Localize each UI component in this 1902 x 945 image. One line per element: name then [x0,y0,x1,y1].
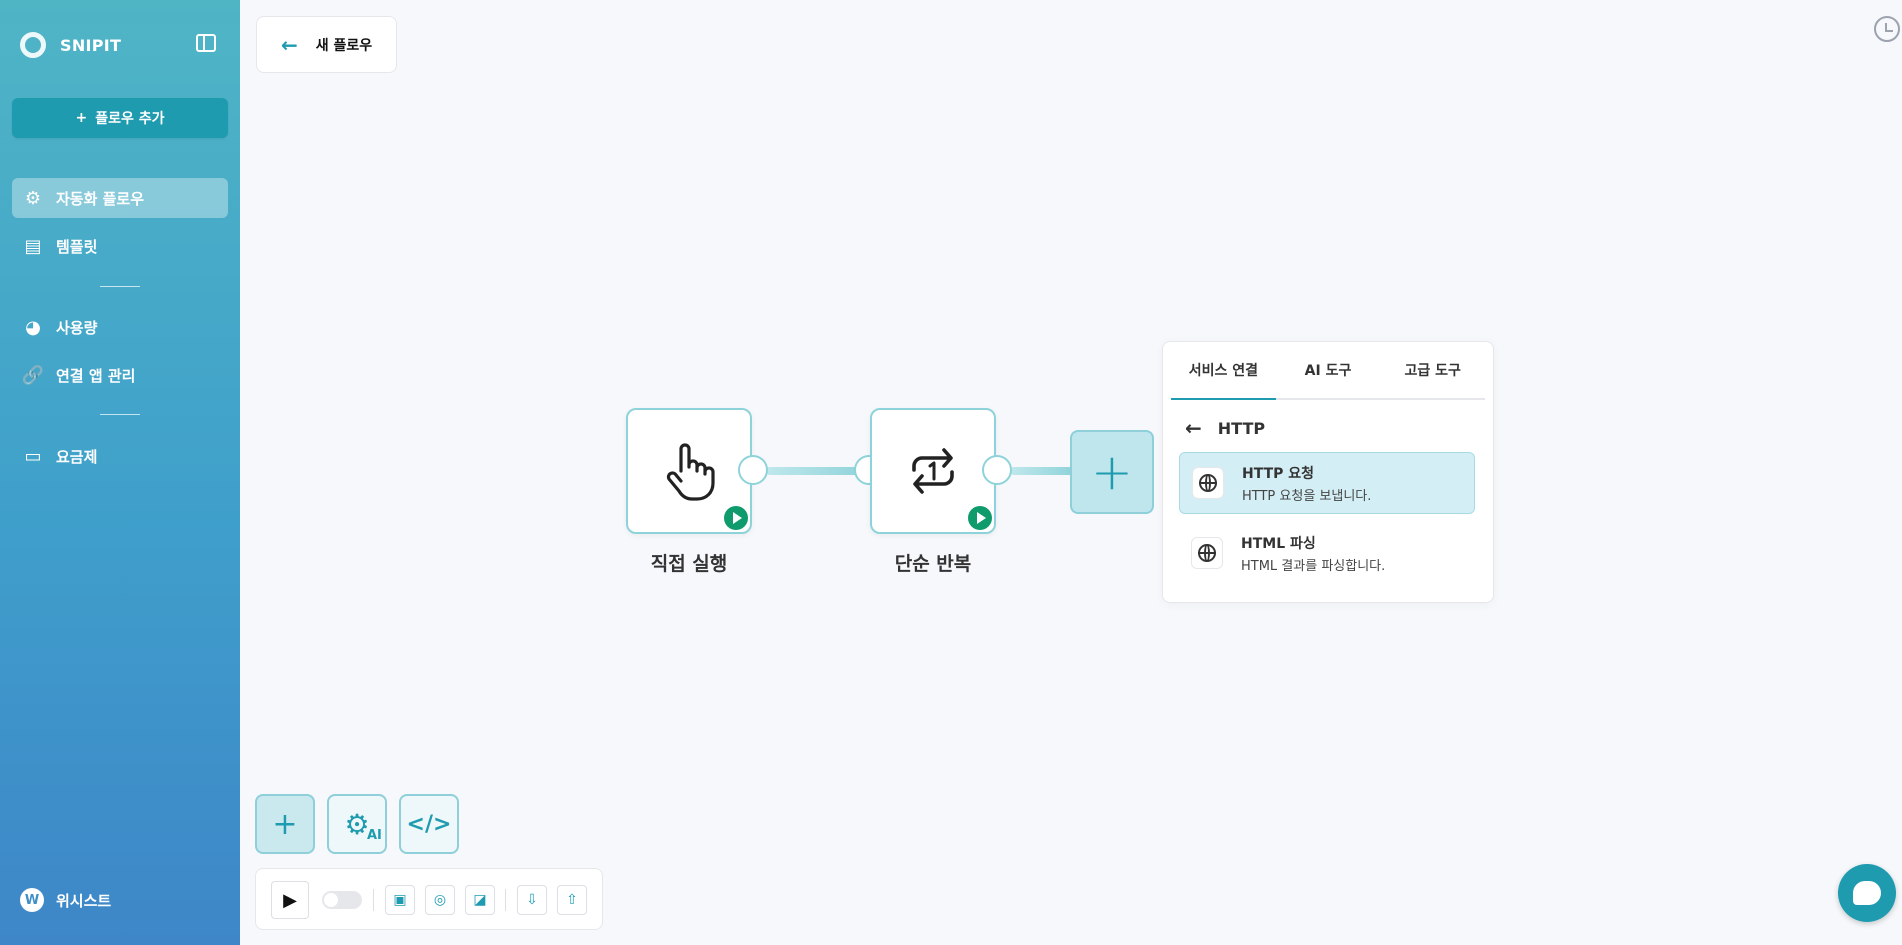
note-icon: ◪ [473,892,487,908]
brand-name: SNIPIT [60,35,122,55]
gear-icon: ⚙ [344,807,370,841]
play-badge-icon [968,506,992,530]
ai-settings-button[interactable]: ⚙ AI [327,794,387,854]
list-item-http-request[interactable]: HTTP 요청 HTTP 요청을 보냅니다. [1179,452,1475,514]
sidebar-item-label: 연결 앱 관리 [56,366,136,385]
back-arrow-icon[interactable]: ← [281,32,298,57]
plus-icon: + [1091,443,1133,501]
sidebar-item-templates[interactable]: ▤ 템플릿 [12,226,228,266]
item-description: HTTP 요청을 보냅니다. [1242,488,1372,504]
flow-header: ← 새 플로우 [256,16,397,73]
link-icon: 🔗 [21,364,45,386]
download-button[interactable]: ⇩ [517,885,547,915]
template-icon: ▤ [24,235,42,257]
node-label: 단순 반복 [894,553,972,575]
output-port[interactable] [738,455,768,485]
sidebar-item-label: 요금제 [56,447,98,466]
list-item-html-parse[interactable]: HTML 파싱 HTML 결과를 파싱합니다. [1179,522,1475,584]
globe-icon [1192,467,1224,499]
hand-pointer-icon [666,443,715,501]
output-port[interactable] [982,455,1012,485]
back-arrow-icon[interactable]: ← [1185,416,1202,440]
node-connector [766,467,866,475]
sidebar-item-label: 사용량 [56,318,98,337]
user-avatar-icon: W [20,888,44,912]
brand[interactable]: SNIPIT [20,32,121,58]
popover-sub-header: ← HTTP [1185,416,1265,440]
play-icon: ▶ [283,889,297,911]
save-icon: ▣ [393,892,407,908]
item-description: HTML 결과를 파싱합니다. [1241,558,1386,574]
tab-service-connection[interactable]: 서비스 연결 [1171,342,1276,400]
history-icon[interactable] [1874,16,1900,42]
run-flow-button[interactable]: ▶ [271,881,309,919]
sidebar-item-usage[interactable]: ◕ 사용량 [12,307,228,347]
node-simple-repeat[interactable] [870,408,996,534]
item-title: HTTP 요청 [1242,465,1315,482]
sidebar: SNIPIT + 플로우 추가 ⚙ 자동화 플로우 ▤ 템플릿 ◕ 사용량 🔗 … [0,0,240,945]
plus-icon: + [75,110,88,126]
sidebar-item-pricing[interactable]: ▭ 요금제 [12,436,228,476]
add-node-tool-button[interactable]: + [255,794,315,854]
node-manual-run[interactable] [626,408,752,534]
node-picker-popover: 서비스 연결 AI 도구 고급 도구 ← HTTP HTTP 요청 HTTP 요… [1162,341,1494,603]
add-flow-label: 플로우 추가 [95,111,165,127]
code-icon: </> [406,811,452,837]
user-name: 위시스트 [56,891,112,910]
node-connector [1010,467,1074,475]
globe-icon [1191,537,1223,569]
user-profile[interactable]: W 위시스트 [20,888,111,912]
save-button[interactable]: ▣ [385,885,415,915]
plus-icon: + [272,806,298,842]
divider [100,414,140,415]
sticky-note-button[interactable]: ◪ [465,885,495,915]
tab-advanced-tools[interactable]: 고급 도구 [1404,363,1461,379]
toolbar-separator [373,889,374,911]
add-node-button[interactable]: + [1070,430,1154,514]
popover-tabs: 서비스 연결 AI 도구 고급 도구 [1171,342,1485,400]
sidebar-item-label: 템플릿 [56,237,98,256]
category-title: HTTP [1217,418,1266,438]
card-icon: ▭ [24,445,42,467]
sidebar-item-connected-apps[interactable]: 🔗 연결 앱 관리 [12,355,228,395]
sidebar-item-automation-flow[interactable]: ⚙ 자동화 플로우 [12,178,228,218]
play-badge-icon [724,506,748,530]
cloud-download-icon: ⇩ [526,892,538,908]
snipit-logo-icon [20,32,46,58]
chat-support-button[interactable] [1838,864,1896,922]
cloud-upload-icon: ⇧ [566,892,578,908]
tab-ai-tools[interactable]: AI 도구 [1304,363,1352,379]
item-title: HTML 파싱 [1241,535,1316,552]
sidebar-toggle-icon[interactable] [196,34,216,52]
repeat-icon [912,448,954,494]
flow-active-toggle[interactable] [322,891,362,909]
ai-badge: AI [367,828,382,843]
add-flow-button[interactable]: + 플로우 추가 [12,98,228,138]
capture-icon: ◎ [433,892,447,908]
code-view-button[interactable]: </> [399,794,459,854]
upload-button[interactable]: ⇧ [557,885,587,915]
bottom-toolbar: ▶ ▣ ◎ ◪ ⇩ ⇧ [255,868,603,930]
gear-icon: ⚙ [24,187,42,209]
sidebar-item-label: 자동화 플로우 [56,189,145,208]
flow-title[interactable]: 새 플로우 [315,37,373,54]
toolbar-separator [505,889,506,911]
divider [100,286,140,287]
node-label: 직접 실행 [650,553,728,575]
pie-chart-icon: ◕ [25,316,41,338]
screenshot-button[interactable]: ◎ [425,885,455,915]
